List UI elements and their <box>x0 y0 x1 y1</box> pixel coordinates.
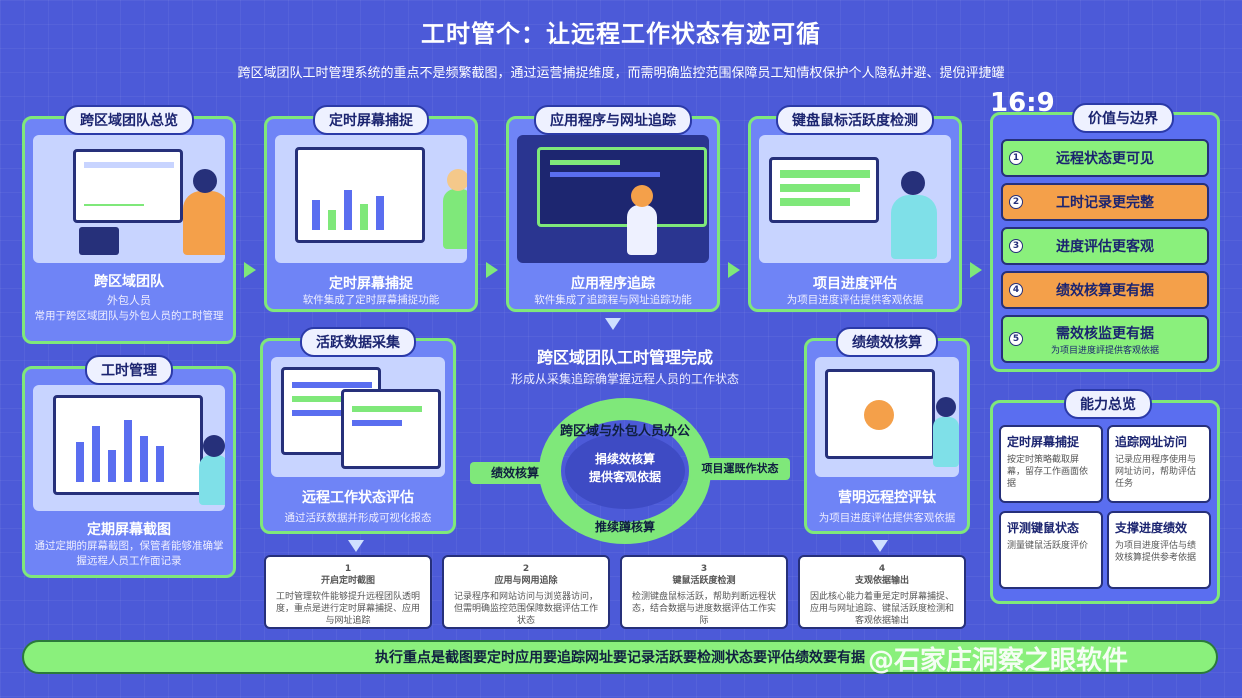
card-hours-title: 定期屏幕截图 <box>87 522 171 538</box>
arrow-down-icon <box>605 318 621 330</box>
card-screen-pill: 定时屏幕捕捉 <box>313 105 429 135</box>
card-team-line2: 常用于跨区域团队与外包人员的工时管理 <box>34 310 224 322</box>
capability-item: 评测键鼠状态测量键鼠活跃度评价 <box>999 511 1103 589</box>
cycle-left-label: 绩效核算 <box>470 462 560 484</box>
keyboard-illustration <box>759 135 951 263</box>
app-tracking-illustration <box>517 135 709 263</box>
step-number: 3 <box>700 564 708 574</box>
card-hours-management: 工时管理 定期屏幕截图 通过定期的屏幕截图，保管者能够准确掌握远程人员工作面记录 <box>22 355 236 578</box>
arrow-right-icon <box>244 262 256 278</box>
page-title: 工时管个：让远程工作状态有迹可循 <box>421 20 821 48</box>
bottom-summary-text: 执行重点是截图要定时应用要追踪网址要记录活跃要检测状态要评估绩效要有据 <box>375 650 865 666</box>
hours-illustration <box>33 385 225 511</box>
card-performance: 绩绩效核算 营明远程控评钛 为项目进度评估提供客观依据 <box>804 327 970 534</box>
card-keyboard-title: 项目进度评估 <box>813 276 897 292</box>
card-keyboard-pill: 键盘鼠标活跃度检测 <box>776 105 934 135</box>
card-performance-pill: 绩绩效核算 <box>836 327 938 357</box>
page-subtitle: 跨区域团队工时管理系统的重点不是频繁截图，通过运营捕捉维度，而需明确监控范围保障… <box>237 66 1005 81</box>
card-hours-pill: 工时管理 <box>85 355 173 385</box>
cycle-right-label: 项目運既作状态 <box>690 458 790 480</box>
card-team-title: 跨区域团队 <box>94 274 164 290</box>
arrow-down-icon <box>872 540 888 552</box>
performance-illustration <box>815 357 959 477</box>
step-desc: 因此核心能力着重是定时屏幕捕捉、应用与网址追踪、键鼠活跃度检测和客观依据输出 <box>809 592 954 626</box>
card-screen-desc: 软件集成了定时屏幕捕捉功能 <box>302 294 440 306</box>
card-app-desc: 软件集成了追踪程与网址追踪功能 <box>534 294 692 306</box>
step-number: 4 <box>878 564 886 574</box>
screen-capture-illustration <box>275 135 467 263</box>
step-card: 3 键鼠活跃度检测检测键盘鼠标活跃，帮助判断远程状态，结合数据与进度数据评估工作… <box>620 555 788 629</box>
card-screen-title: 定时屏幕捕捉 <box>329 276 413 292</box>
capability-panel: 能力总览 定时屏幕捕捉按定时策略截取屏幕，留存工作画面依据 追踪网址访问记录应用… <box>990 389 1220 604</box>
step-title: 键鼠活跃度检测 <box>672 576 736 586</box>
card-activity-pill: 活跃数据采集 <box>300 327 416 357</box>
cycle-bottom-label: 推续蹲核算 <box>594 520 655 534</box>
step-number: 2 <box>522 564 530 574</box>
arrow-right-icon <box>970 262 982 278</box>
card-team-line1: 外包人员 <box>107 294 151 307</box>
card-app-pill: 应用程序与网址追踪 <box>534 105 692 135</box>
cycle-center-line1: 捐续效核算 <box>594 452 655 466</box>
card-performance-title: 营明远程控评钛 <box>838 490 936 506</box>
card-keyboard-mouse: 键盘鼠标活跃度检测 项目进度评估 为项目进度评估提供客观依据 <box>748 105 962 312</box>
step-desc: 检测键盘鼠标活跃，帮助判断远程状态，结合数据与进度数据评估工作实际 <box>631 592 776 626</box>
values-pill: 价值与边界 <box>1072 103 1174 133</box>
cycle-center-line2: 提供客观依据 <box>588 470 661 484</box>
center-subtitle: 形成从采集追踪确掌握远程人员的工作状态 <box>510 372 739 386</box>
activity-illustration <box>271 357 445 477</box>
step-title: 开启定时截图 <box>320 576 375 586</box>
card-activity-desc: 通过活跃数据并形成可视化报态 <box>284 512 432 524</box>
card-team-overview: 跨区域团队总览 跨区域团队 外包人员 常用于跨区域团队与外包人员的工时管理 <box>22 105 236 344</box>
value-item-sub: 为项目进度評提供客观依据 <box>1050 345 1159 356</box>
card-keyboard-desc: 为项目进度评估提供客观依据 <box>786 294 924 306</box>
step-title: 应用与网用追除 <box>494 576 558 586</box>
capability-item: 支撑进度绩效为项目进度评估与绩效核算提供参考依据 <box>1107 511 1211 589</box>
arrow-down-icon <box>348 540 364 552</box>
card-hours-desc: 通过定期的屏幕截图，保管者能够准确掌握远程人员工作面记录 <box>34 540 224 567</box>
team-illustration <box>33 135 225 263</box>
step-desc: 记录程序和网站访问与浏览器访问，但需明确监控范围保障数据评估工作状态 <box>453 592 598 626</box>
step-card: 4 支观依据输出因此核心能力着重是定时屏幕捕捉、应用与网址追踪、键鼠活跃度检测和… <box>798 555 966 629</box>
card-team-pill: 跨区域团队总览 <box>64 105 194 135</box>
bottom-summary-bar: 执行重点是截图要定时应用要追踪网址要记录活跃要检测状态要评估绩效要有据 <box>22 640 1218 674</box>
cycle-top-label: 跨区域与外包人员办公 <box>559 424 690 439</box>
card-activity-title: 远程工作状态评估 <box>302 490 414 506</box>
step-number: 1 <box>344 564 352 574</box>
arrow-right-icon <box>486 262 498 278</box>
step-desc: 工时管理软件能够提升远程团队透明度，重点是进行定时屏幕捕捉、应用与网址追踪 <box>275 592 420 626</box>
arrow-right-icon <box>728 262 740 278</box>
step-card: 1 开启定时截图工时管理软件能够提升远程团队透明度，重点是进行定时屏幕捕捉、应用… <box>264 555 432 629</box>
capability-item: 定时屏幕捕捉按定时策略截取屏幕，留存工作画面依据 <box>999 425 1103 503</box>
center-title: 跨区域团队工时管理完成 <box>536 348 713 367</box>
capability-pill: 能力总览 <box>1064 389 1152 419</box>
watermark: @石家庄洞察之眼软件 <box>868 646 1129 676</box>
card-screen-capture: 定时屏幕捕捉 定时屏幕捕捉 软件集成了定时屏幕捕捉功能 <box>264 105 478 312</box>
capability-item: 追踪网址访问记录应用程序使用与网址访问，帮助评估任务 <box>1107 425 1211 503</box>
card-activity-data: 活跃数据采集 远程工作状态评估 通过活跃数据并形成可视化报态 <box>260 327 456 534</box>
card-app-title: 应用程序追踪 <box>571 276 655 292</box>
center-cycle: 跨区域团队工时管理完成 形成从采集追踪确掌握远程人员的工作状态 跨区域与外包人员… <box>470 340 790 544</box>
card-performance-desc: 为项目进度评估提供客观依据 <box>818 512 956 524</box>
card-app-tracking: 应用程序与网址追踪 应用程序追踪 软件集成了追踪程与网址追踪功能 <box>506 105 720 312</box>
step-card: 2 应用与网用追除记录程序和网站访问与浏览器访问，但需明确监控范围保障数据评估工… <box>442 555 610 629</box>
step-title: 支观依据输出 <box>854 576 909 586</box>
